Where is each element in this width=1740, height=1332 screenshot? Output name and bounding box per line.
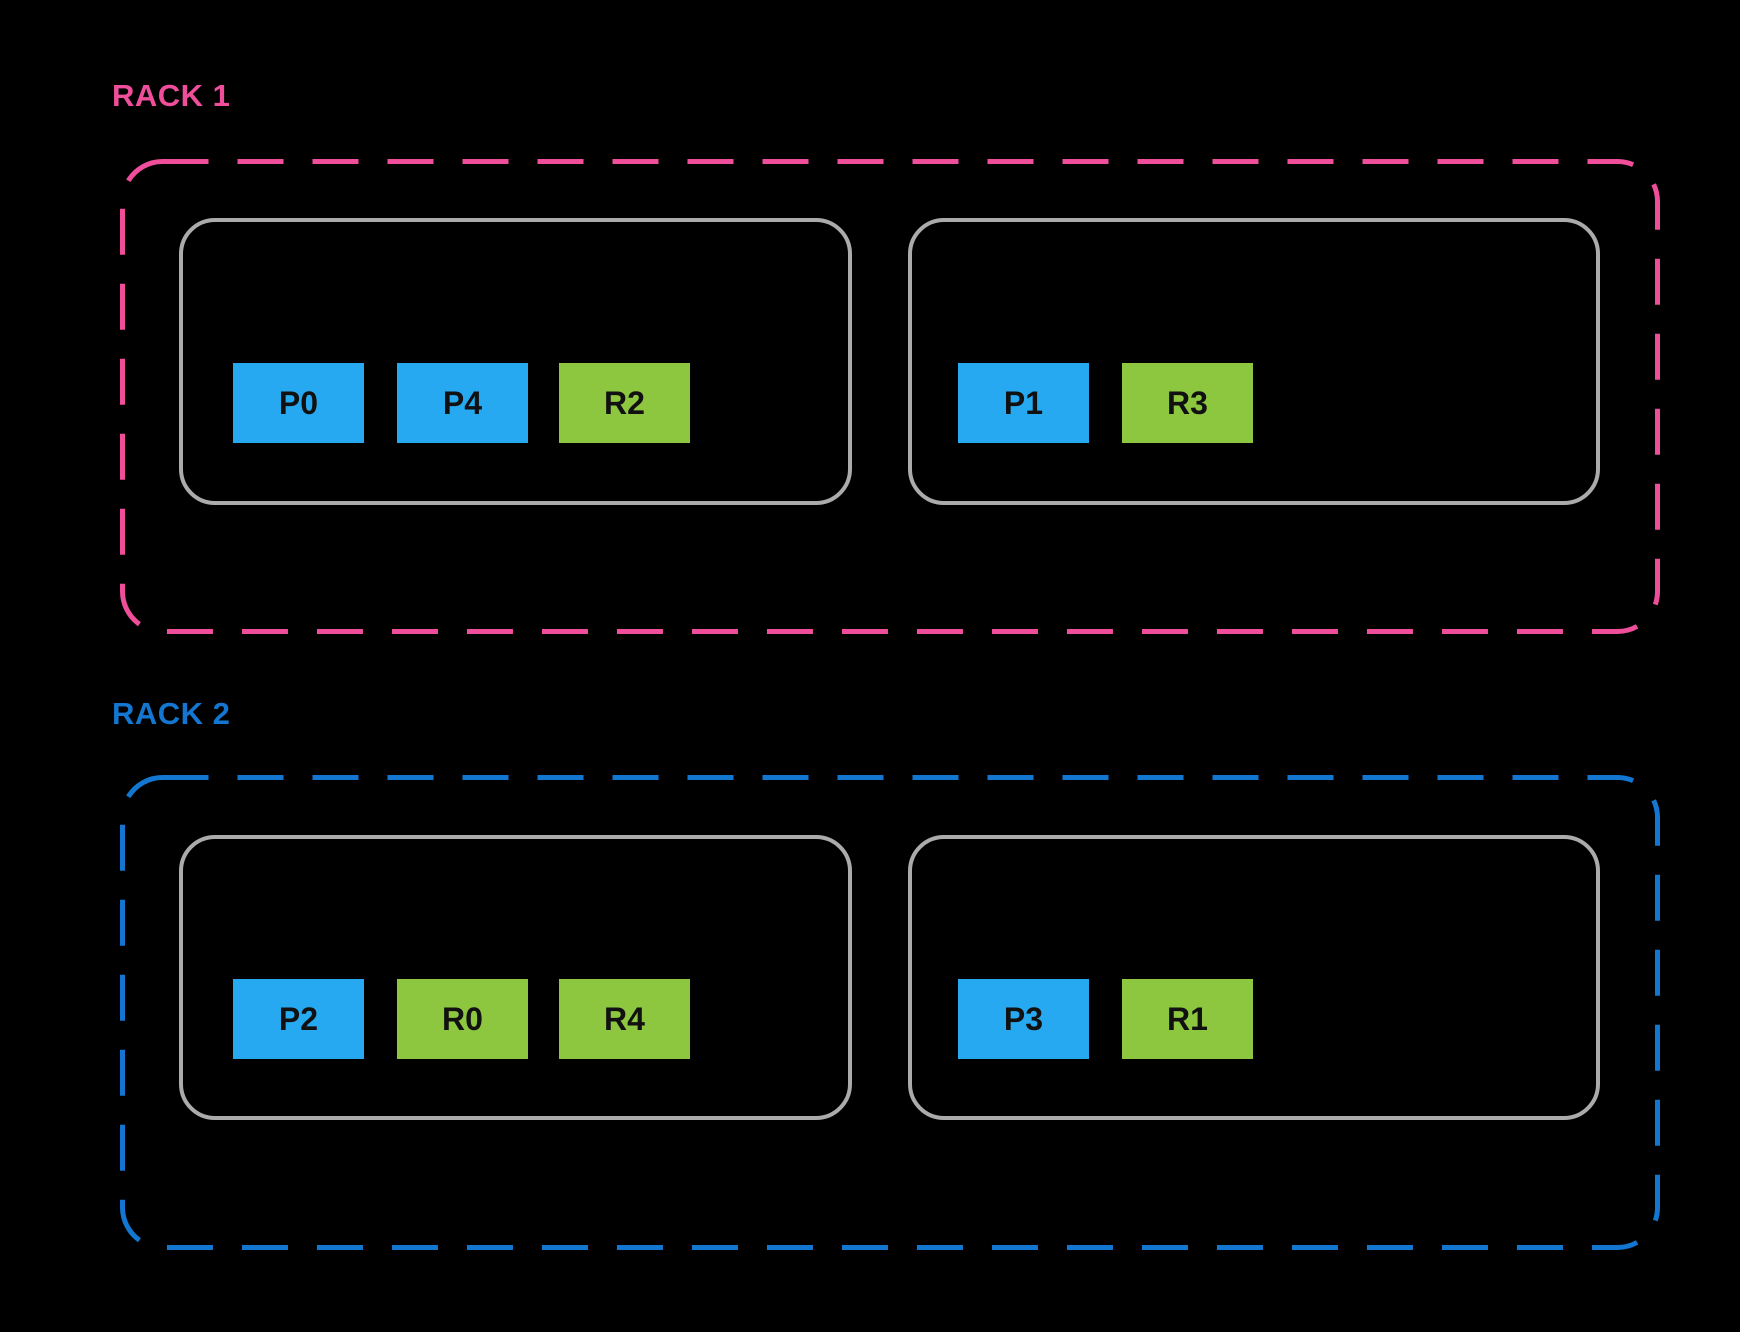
rack2-label: RACK 2: [112, 696, 231, 731]
block-r2: R2: [559, 363, 690, 443]
rack2-node-2: P3 R1: [908, 835, 1600, 1120]
block-label: R4: [604, 1000, 645, 1037]
block-label: R1: [1167, 1000, 1208, 1037]
rack1-dashed-boundary: [120, 159, 1660, 634]
block-label: R3: [1167, 384, 1208, 421]
block-r0: R0: [397, 979, 528, 1059]
rack2-node-1: P2 R0 R4: [179, 835, 852, 1120]
block-label: P3: [1003, 1000, 1044, 1037]
rack1-node-1: P0 P4 R2: [179, 218, 852, 505]
block-p1: P1: [958, 363, 1089, 443]
rack2-dashed-boundary: [120, 775, 1660, 1250]
block-label: P0: [278, 384, 319, 421]
block-label: R0: [442, 1000, 483, 1037]
block-label: P4: [442, 384, 483, 421]
rack1-node-2: P1 R3: [908, 218, 1600, 505]
block-r4: R4: [559, 979, 690, 1059]
block-p0: P0: [233, 363, 364, 443]
block-p3: P3: [958, 979, 1089, 1059]
block-p4: P4: [397, 363, 528, 443]
block-p2: P2: [233, 979, 364, 1059]
block-label: R2: [604, 384, 645, 421]
block-label: P1: [1003, 384, 1044, 421]
block-r1: R1: [1122, 979, 1253, 1059]
rack1-label: RACK 1: [112, 78, 231, 113]
block-label: P2: [278, 1000, 319, 1037]
block-r3: R3: [1122, 363, 1253, 443]
